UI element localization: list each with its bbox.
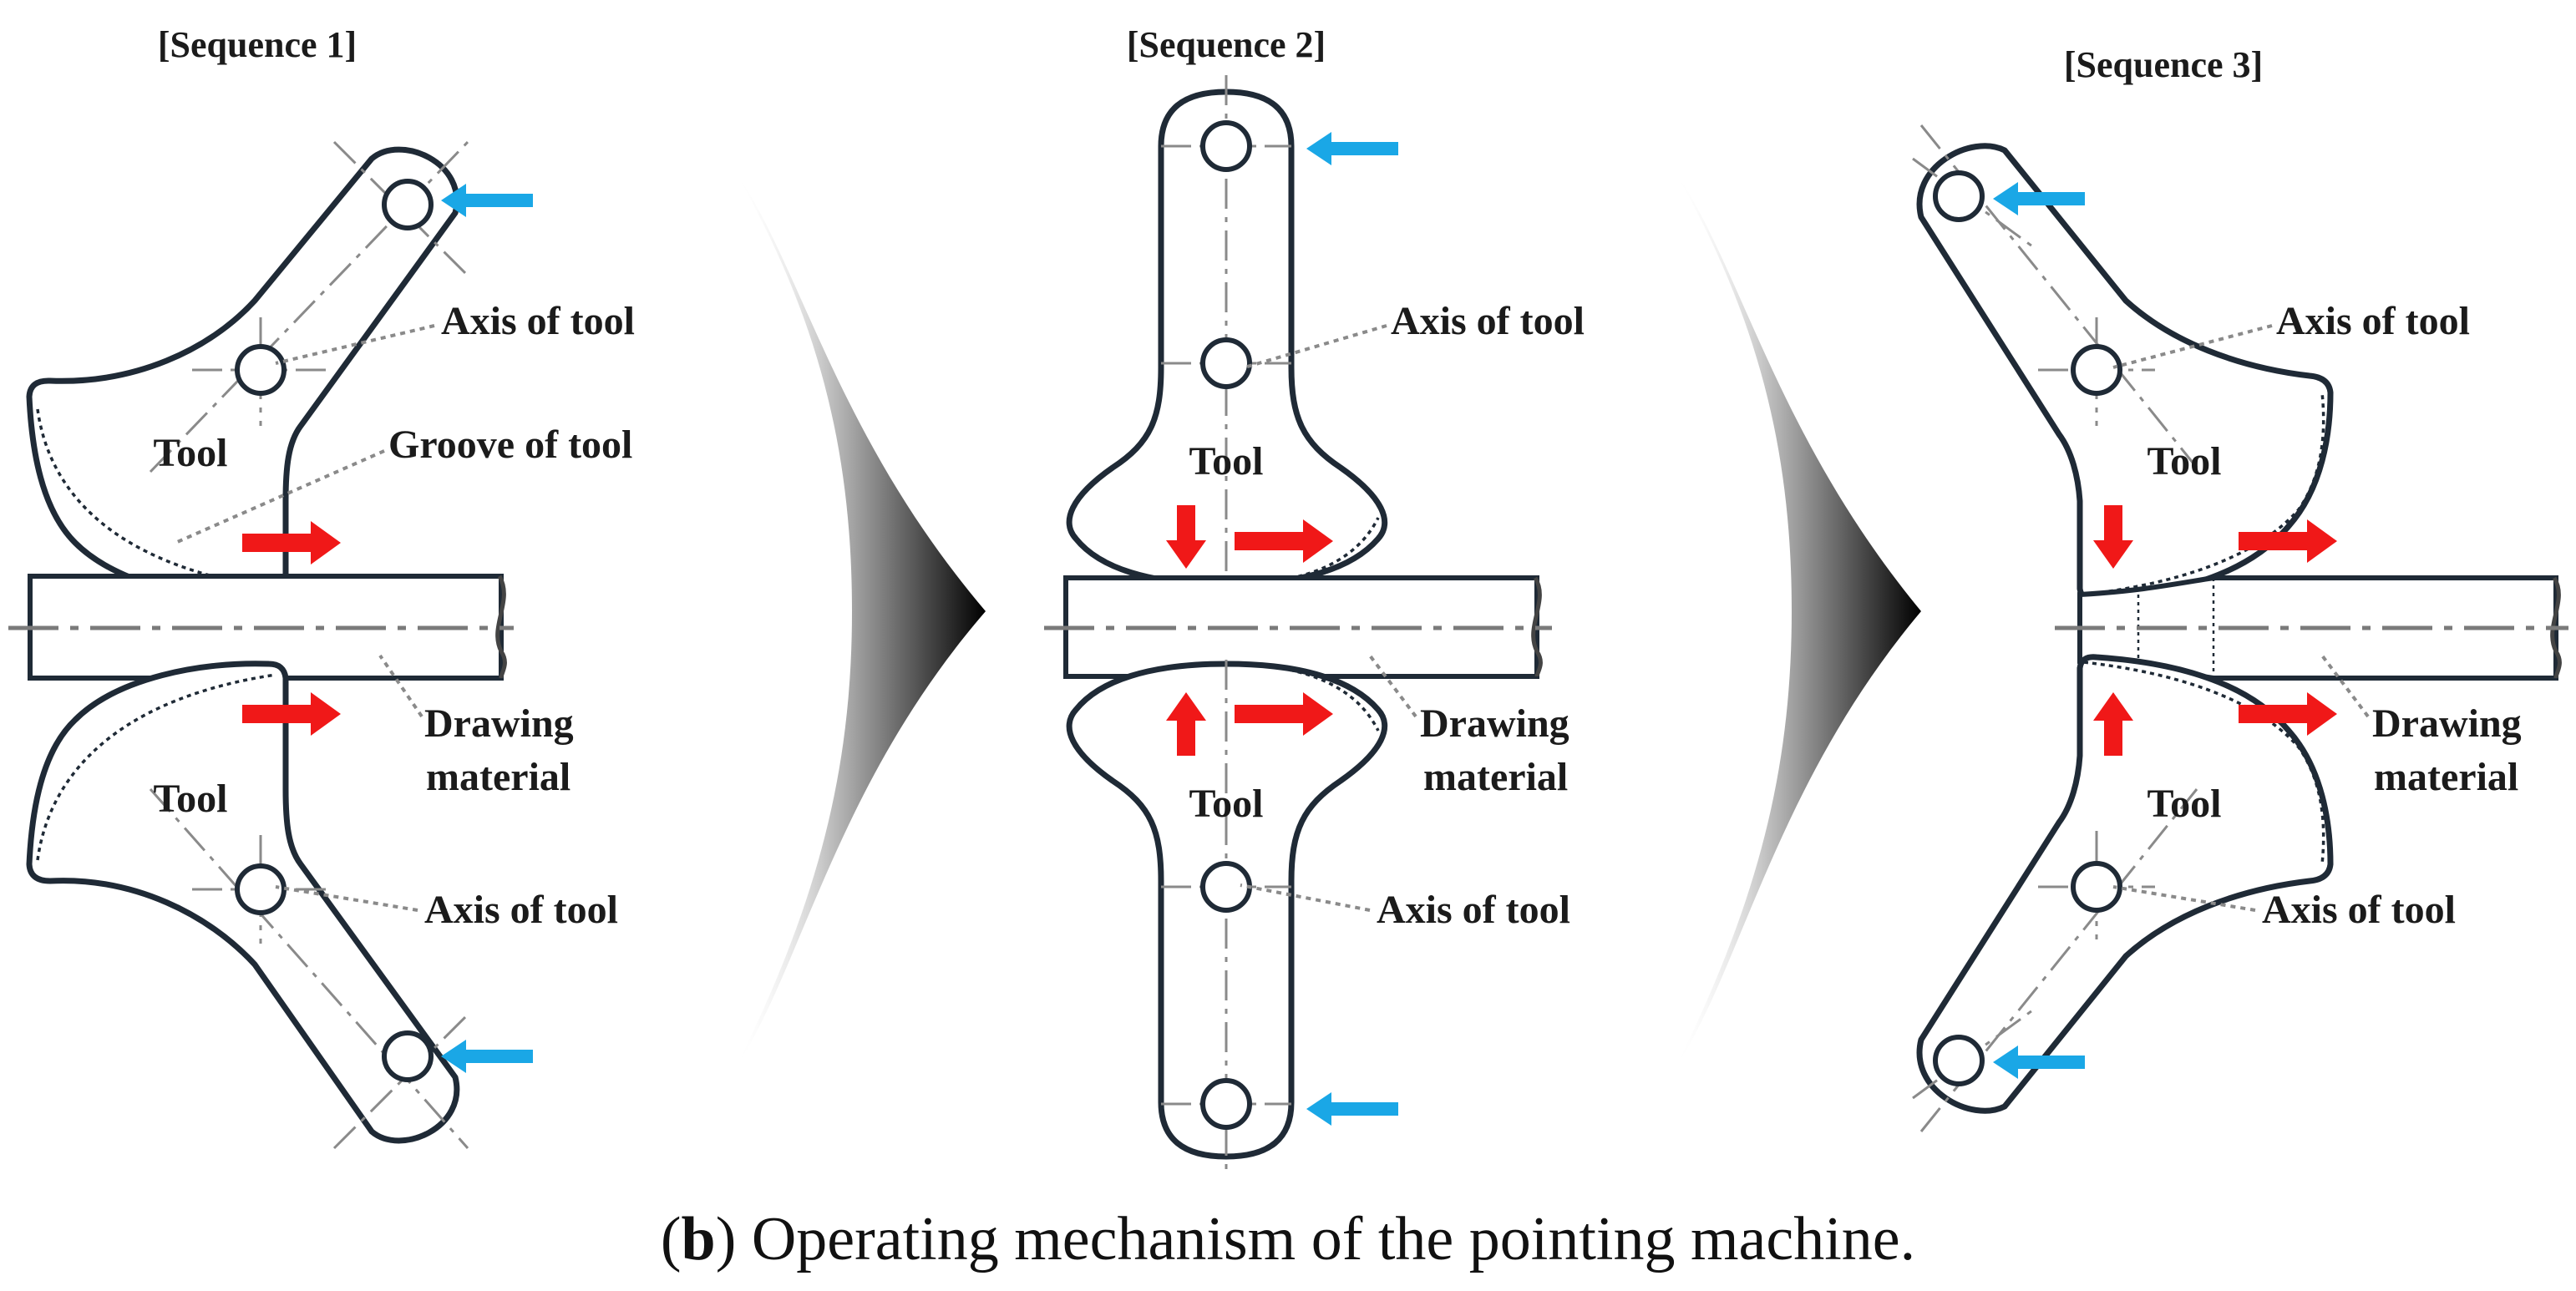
sequence-2-lower-force-arrow	[1306, 1092, 1398, 1126]
sequence-3-panel: [Sequence 3] Tool Tool	[1912, 44, 2568, 1132]
sequence-3-lower-tool-label: Tool	[2148, 782, 2222, 826]
sequence-3-upper-axis-label: Axis of tool	[2276, 299, 2470, 343]
sequence-1-lower-force-arrow	[441, 1040, 533, 1073]
sequence-2-upper-tool-label: Tool	[1189, 439, 1264, 483]
sequence-1-panel: [Sequence 1] Tool Tool Axis of tool Gro	[8, 24, 635, 1150]
sequence-3-upper-tool	[1916, 143, 2334, 603]
sequence-2-upper-force-arrow	[1306, 132, 1398, 165]
sequence-2-lower-axis-pin	[1200, 861, 1252, 913]
sequence-1-upper-axis-pin	[235, 344, 287, 396]
sequence-2-upper-drive-pin	[1200, 120, 1252, 172]
sequence-1-title: [Sequence 1]	[158, 24, 357, 65]
sequence-3-upper-axis-pin	[2071, 344, 2122, 396]
sequence-2-lower-axis-label: Axis of tool	[1377, 888, 1570, 932]
sequence-3-lower-axis-pin	[2071, 861, 2122, 913]
sequence-2-lower-tool-label: Tool	[1189, 782, 1264, 826]
sequence-2-title: [Sequence 2]	[1127, 24, 1326, 65]
sequence-3-title: [Sequence 3]	[2064, 44, 2263, 85]
sequence-1-upper-axis-label: Axis of tool	[441, 299, 635, 343]
sequence-2-material-label-line2: material	[1423, 755, 1568, 799]
sequence-3-lower-axis-label: Axis of tool	[2262, 888, 2456, 932]
sequence-2-upper-axis-pin	[1200, 337, 1252, 389]
sequence-3-upper-drive-pin	[1933, 170, 1985, 222]
sequence-1-material-label-line1: Drawing	[424, 701, 574, 746]
sequence-2-upper-axis-label: Axis of tool	[1391, 299, 1585, 343]
transition-arrow-1	[735, 171, 986, 1069]
caption-letter: b	[682, 1205, 716, 1273]
sequence-1-lower-tool-label: Tool	[154, 777, 228, 821]
sequence-3-upper-tool-label: Tool	[2148, 439, 2222, 483]
sequence-1-upper-drive-pin	[382, 179, 434, 230]
sequence-3-lower-tool	[1916, 654, 2334, 1114]
sequence-2-material-label-line1: Drawing	[1420, 701, 1569, 746]
sequence-1-lower-axis-label: Axis of tool	[424, 888, 618, 932]
transition-arrow-2	[1675, 171, 1921, 1069]
sequence-1-lower-axis-pin	[235, 863, 287, 915]
sequence-1-lower-drive-pin	[382, 1030, 434, 1082]
sequence-2-lower-drive-pin	[1200, 1078, 1252, 1130]
sequence-1-upper-tool-label: Tool	[154, 431, 228, 475]
sequence-2-panel: [Sequence 2] Tool Tool Axis of tool Dra	[1044, 24, 1585, 1177]
sequence-3-material-label-line1: Drawing	[2372, 701, 2522, 746]
sequence-3-lower-drive-pin	[1933, 1035, 1985, 1086]
sequence-1-groove-label: Groove of tool	[388, 423, 632, 467]
sequence-3-material-label-line2: material	[2374, 755, 2518, 799]
caption-text: ) Operating mechanism of the pointing ma…	[716, 1205, 1915, 1273]
sequence-1-material-label-line2: material	[426, 755, 570, 799]
figure-caption: (b) Operating mechanism of the pointing …	[661, 1205, 1915, 1273]
sequence-1-upper-groove	[36, 408, 276, 590]
